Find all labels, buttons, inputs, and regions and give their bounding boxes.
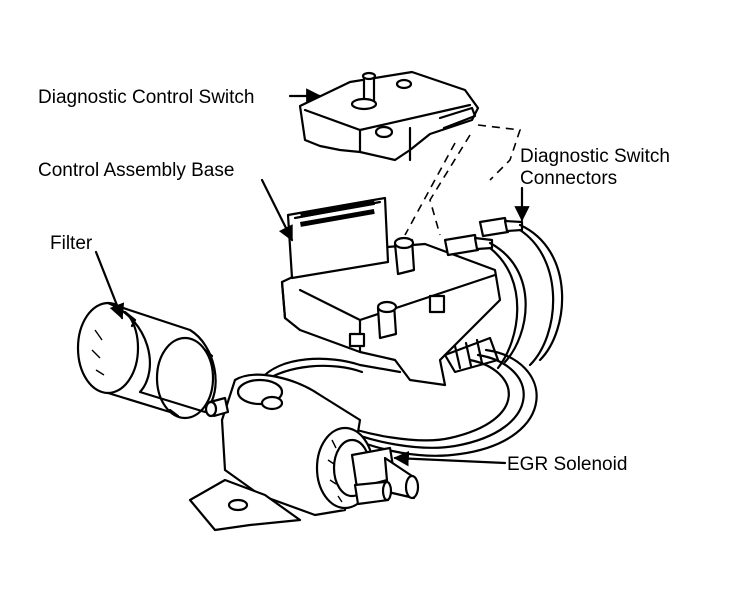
label-egr-solenoid: EGR Solenoid	[507, 454, 627, 475]
control-assembly-base	[280, 196, 502, 387]
label-connectors: Connectors	[520, 168, 617, 189]
label-diagnostic-switch: Diagnostic Switch	[520, 146, 670, 167]
label-diagnostic-control-switch: Diagnostic Control Switch	[38, 87, 254, 108]
egr-solenoid	[188, 373, 420, 532]
label-filter: Filter	[50, 233, 93, 254]
diagnostic-switch-connectors	[443, 216, 564, 370]
diagnostic-control-switch	[298, 70, 480, 162]
filter	[76, 301, 217, 420]
label-control-assembly-base: Control Assembly Base	[38, 160, 234, 181]
dashed-guide-lines	[404, 124, 522, 236]
leader-arrows	[94, 88, 530, 467]
